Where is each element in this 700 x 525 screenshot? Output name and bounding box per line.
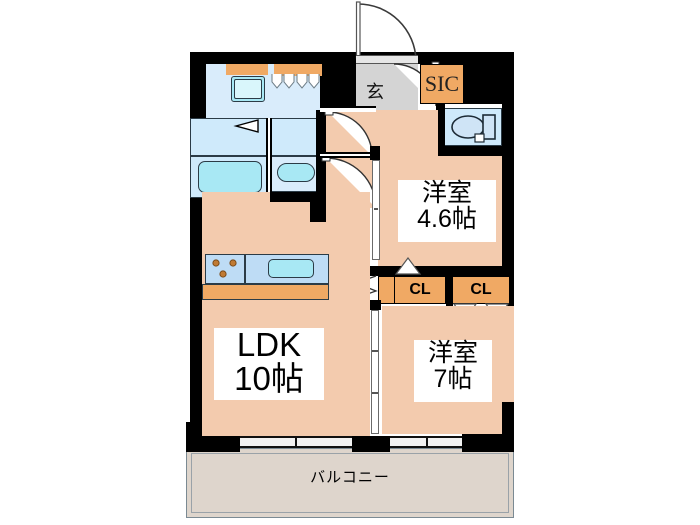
stove-burners-icon (212, 259, 237, 278)
kitchen-counter-front (202, 284, 329, 300)
washroom-door-frame (320, 106, 376, 112)
washroom-basin-floor (270, 118, 322, 156)
balcony-window-left-mullion (295, 436, 297, 448)
kitchen-stove-top (205, 254, 245, 284)
bedroom-7-label-line1: 洋室 (427, 339, 478, 367)
bedroom-46-label-line2: 4.6帖 (417, 205, 477, 233)
bedroom-46-sliding-door-mullion (374, 208, 378, 210)
balcony-label: バルコニー (310, 469, 390, 486)
closet-door-swing-up-icon (394, 257, 422, 275)
exterior-wall-bottom-center-block (352, 436, 390, 452)
bath-door-swing-icon (233, 119, 259, 133)
ldk-floor-upper (202, 192, 326, 252)
bathtub-icon (198, 161, 262, 193)
wall-toilet-left (436, 104, 445, 152)
wall-ldk-upper-bar (270, 192, 326, 202)
front-door-swing-icon (355, 1, 417, 61)
wall-between-closets (446, 270, 453, 306)
ldk-label-block: LDK 10帖 (214, 326, 324, 400)
closet-cl-1: CL (394, 276, 446, 304)
washroom-shelf-left (226, 64, 268, 75)
sliding-door-mullion-1 (372, 350, 378, 352)
balcony-window-right-mullion (426, 436, 428, 448)
ldk-bedroom7-sliding-door[interactable] (371, 310, 379, 434)
ldk-label-line2: 10帖 (234, 360, 304, 398)
wall-bedroom46-left-upper (370, 146, 380, 160)
kitchen-sink-basin-icon (268, 259, 314, 278)
front-door-threshold (356, 55, 418, 64)
ldk-label-line1: LDK (236, 326, 302, 363)
bedroom-46-label-line1: 洋室 (421, 179, 472, 207)
bedroom-46-label-block: 洋室 4.6帖 (398, 180, 496, 242)
closet-cl-2: CL (452, 276, 510, 304)
wall-closet-band (326, 266, 514, 276)
bedroom-7-label-block: 洋室 7帖 (414, 340, 492, 402)
ldk-door-frame (320, 152, 378, 158)
balcony-area (186, 448, 514, 518)
vanity-frill-icon (271, 74, 320, 89)
washbasin-icon (277, 163, 315, 182)
wall-ldk-bedroom7-divider (370, 300, 381, 310)
entrance-step-floor (356, 112, 418, 124)
wall-toilet-bottom (436, 146, 514, 156)
bedroom-46-sliding-door[interactable] (372, 160, 380, 260)
bedroom-7-label-line2: 7帖 (433, 365, 473, 393)
entrance-label: 玄 (366, 82, 384, 102)
washing-machine-pan-inner (234, 79, 262, 99)
sic-closet: SIC (420, 64, 464, 104)
toilet-icon (451, 114, 496, 143)
washroom-shelf-right (274, 64, 322, 76)
balcony-inner-rail (191, 453, 509, 513)
sliding-door-mullion-2 (372, 392, 378, 394)
wall-left-upper (190, 52, 206, 118)
wall-bath-divider (266, 118, 272, 198)
